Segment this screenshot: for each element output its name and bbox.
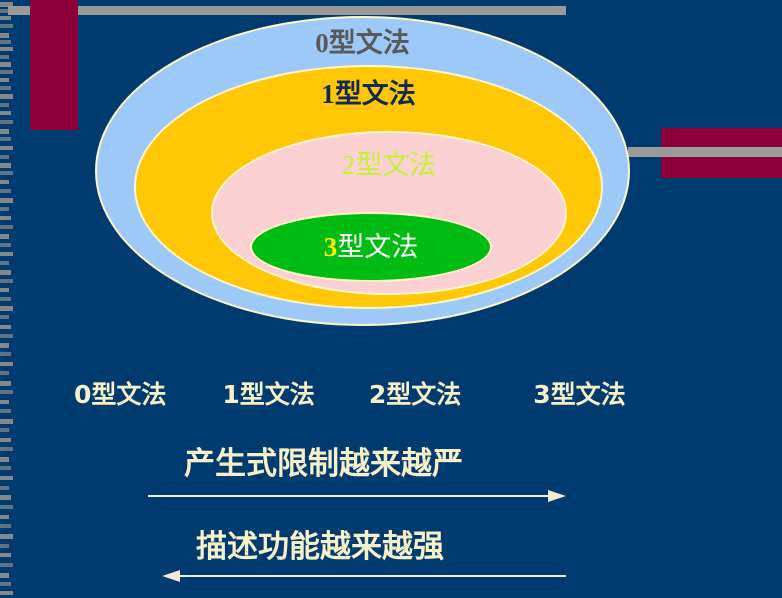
legend-item-type-1: 1型文法 xyxy=(222,380,315,409)
ellipse-type-3: 3型文法 xyxy=(250,212,492,282)
left-dash-rail xyxy=(0,0,14,598)
ellipse-label-type-3: 3型文法 xyxy=(323,231,419,262)
ellipse-label-type-0: 0型文法 xyxy=(315,28,410,58)
right-gray-bar xyxy=(628,147,782,157)
legend-row: 0型文法 1型文法 2型文法 3型文法 xyxy=(52,375,710,411)
legend-item-type-3: 3型文法 xyxy=(533,380,626,409)
top-maroon-block xyxy=(30,0,78,130)
legend-item-type-0: 0型文法 xyxy=(74,380,167,409)
caption-production-restriction: 产生式限制越来越严 xyxy=(184,446,463,482)
arrow-right-icon xyxy=(148,490,566,502)
ellipse-label-type-2: 2型文法 xyxy=(341,150,437,180)
ellipse-label-type-3-number: 3 xyxy=(323,231,338,262)
caption-descriptive-power: 描述功能越来越强 xyxy=(196,529,444,565)
ellipse-label-type-1: 1型文法 xyxy=(321,79,416,109)
ellipse-label-type-3-rest: 型文法 xyxy=(337,231,419,262)
top-gray-bar xyxy=(8,6,566,15)
arrow-left-icon xyxy=(162,570,566,582)
legend-item-type-2: 2型文法 xyxy=(368,380,462,409)
